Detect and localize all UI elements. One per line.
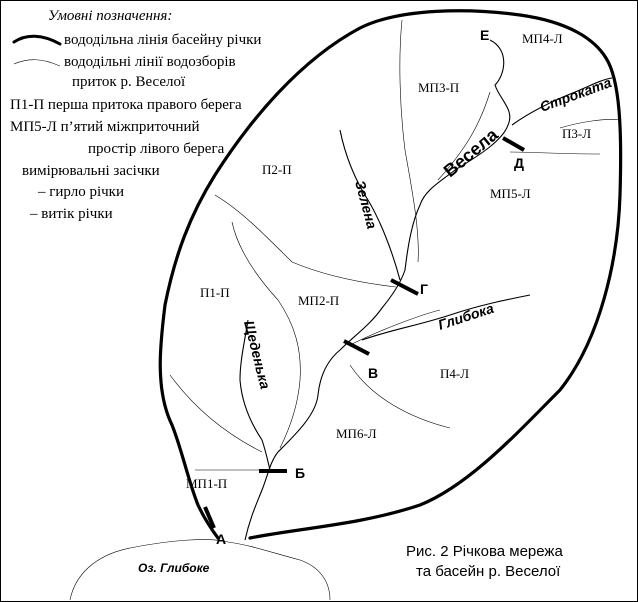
river-shchedenka-line: [239, 319, 271, 471]
legend-basin-text: вододільна лінія басейну річки: [64, 32, 261, 48]
legend-title: Умовні позначення:: [48, 8, 172, 24]
marker-v: [343, 339, 370, 356]
label-mp3p: МП3-П: [418, 80, 459, 95]
river-strokata-line: [511, 77, 613, 126]
river-vesela-line: [244, 39, 511, 541]
river-strokata: Строката: [538, 74, 614, 115]
point-e: Е: [480, 27, 489, 43]
legend-divide-text-2: приток р. Веселої: [72, 74, 186, 90]
label-mp4l: МП4-Л: [522, 31, 563, 46]
subbasin-divides: [169, 19, 621, 471]
figure-caption: Рис. 2 Річкова мережа та басейн р. Весел…: [406, 543, 563, 580]
divide-line: [509, 151, 601, 155]
divide-line: [231, 221, 301, 449]
river-hlyboka-line: [361, 294, 531, 341]
marker-a: [203, 506, 216, 529]
point-labels: А Б В Г Д Е: [216, 27, 524, 547]
lake-shore: [69, 539, 331, 601]
label-mp5l: МП5-Л: [490, 186, 531, 201]
legend-basin-swatch: [12, 34, 62, 46]
legend-abbr-p: П1-П перша притока правого берега: [10, 97, 242, 113]
label-mp2p: МП2-П: [298, 293, 339, 308]
caption-line-1: Рис. 2 Річкова мережа: [406, 543, 563, 560]
basin-boundary: [158, 9, 623, 540]
river-shchedenka: Щеденька: [241, 319, 274, 391]
divide-line: [437, 91, 491, 181]
label-p2p: П2-П: [262, 162, 292, 177]
label-p1p: П1-П: [200, 285, 230, 300]
label-mp6l: МП6-Л: [336, 426, 377, 441]
point-b: Б: [295, 465, 305, 481]
divide-line: [349, 309, 441, 346]
label-mp1p: МП1-П: [186, 476, 227, 491]
river-vesela: Весела: [440, 124, 503, 181]
legend-divide-swatch: [13, 59, 61, 67]
river-hlyboka: Глибока: [436, 300, 496, 333]
marker-g: [390, 278, 419, 296]
divide-line: [169, 374, 263, 453]
label-p4l: П4-Л: [440, 366, 469, 381]
legend: Умовні позначення: вододільна лінія басе…: [10, 8, 261, 222]
legend-divide-text-1: вододільні лінії водозборів: [64, 54, 236, 70]
caption-line-2: та басейн р. Веселої: [416, 563, 561, 580]
divide-line: [559, 119, 621, 129]
legend-abbr-mp-2: простір лівого берега: [88, 141, 225, 157]
point-d: Д: [514, 155, 524, 171]
divide-line: [399, 19, 419, 263]
lake-label: Оз. Глибоке: [138, 561, 210, 575]
point-g: Г: [420, 281, 428, 297]
point-a: А: [216, 531, 226, 547]
label-p3l: П3-Л: [562, 126, 591, 141]
legend-source: – витік річки: [29, 206, 113, 222]
divide-line: [214, 194, 397, 288]
divide-line: [349, 364, 451, 429]
river-network: [239, 39, 613, 541]
legend-mouth: – гирло річки: [37, 184, 124, 200]
measurement-marks: [203, 136, 525, 529]
marker-d: [502, 136, 525, 152]
legend-marks: вимірювальні засічки: [22, 163, 160, 179]
subbasin-labels: МП4-Л МП3-П П3-Л П2-П МП5-Л П1-П МП2-П П…: [186, 31, 591, 491]
legend-abbr-mp-1: МП5-Л п’ятий міжприточний: [10, 119, 200, 135]
river-zelena: Зелена: [352, 179, 380, 231]
river-zelena-line: [339, 129, 401, 281]
point-v: В: [368, 365, 378, 381]
